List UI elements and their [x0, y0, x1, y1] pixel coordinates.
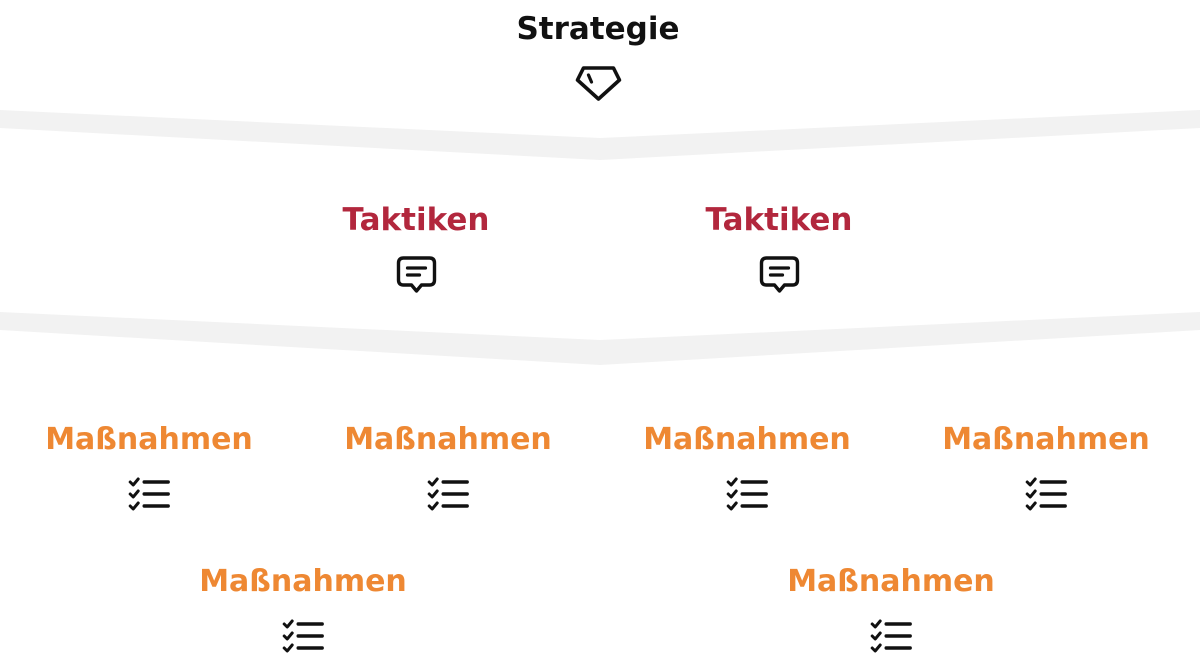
tactic-node-right: Taktiken — [705, 202, 853, 296]
tactic-label: Taktiken — [342, 202, 490, 238]
checklist-icon — [726, 477, 768, 511]
measure-node-3: Maßnahmen — [643, 425, 851, 514]
checklist-icon — [1025, 477, 1067, 511]
tactic-node-left: Taktiken — [342, 202, 490, 296]
measure-node-6: Maßnahmen — [787, 567, 995, 656]
checklist-icon — [128, 477, 170, 511]
divider-band-bottom — [0, 312, 1200, 365]
divider-band-top — [0, 110, 1200, 160]
checklist-icon — [282, 619, 324, 653]
measure-label: Maßnahmen — [787, 564, 995, 599]
strategy-node: Strategie — [516, 11, 680, 103]
measure-node-5: Maßnahmen — [199, 567, 407, 656]
measure-label: Maßnahmen — [45, 422, 253, 457]
message-bubble-icon — [396, 256, 436, 293]
diamond-icon — [575, 66, 621, 101]
checklist-icon — [870, 619, 912, 653]
strategy-label: Strategie — [516, 11, 680, 47]
measure-label: Maßnahmen — [199, 564, 407, 599]
message-bubble-icon — [759, 256, 799, 293]
measure-node-2: Maßnahmen — [344, 425, 552, 514]
measure-label: Maßnahmen — [344, 422, 552, 457]
tactic-label: Taktiken — [705, 202, 853, 238]
checklist-icon — [427, 477, 469, 511]
measure-label: Maßnahmen — [643, 422, 851, 457]
measure-label: Maßnahmen — [942, 422, 1150, 457]
measure-node-1: Maßnahmen — [45, 425, 253, 514]
measure-node-4: Maßnahmen — [942, 425, 1150, 514]
